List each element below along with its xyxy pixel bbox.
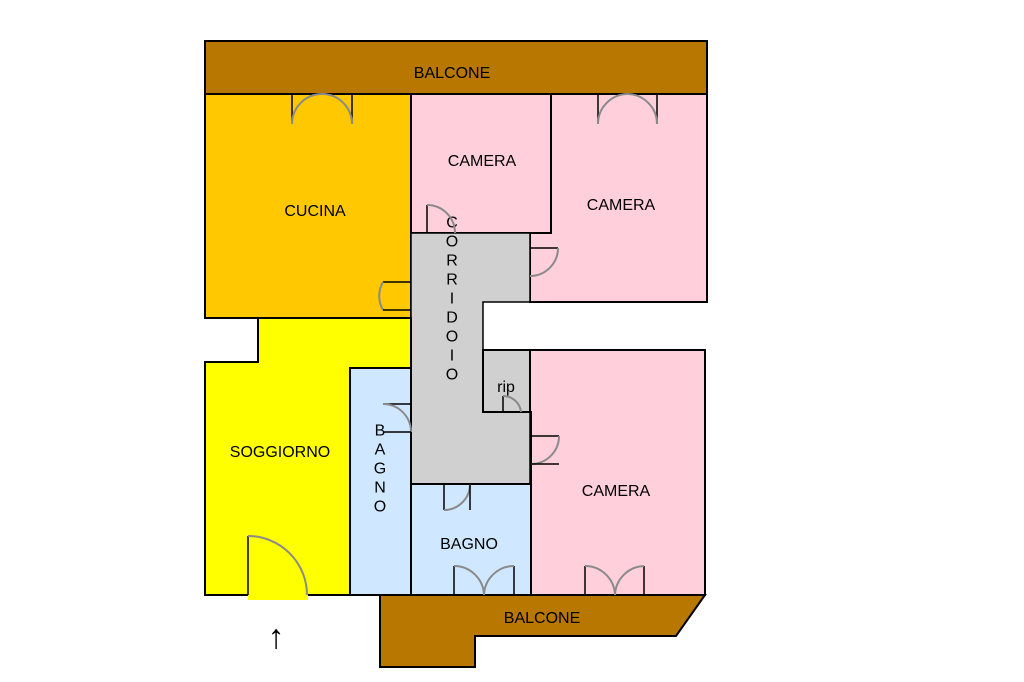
door-kitchen-balcony bbox=[291, 93, 353, 125]
kitchen-label: CUCINA bbox=[284, 203, 346, 220]
bathroom-vertical-label: BAGNO bbox=[372, 423, 389, 518]
bedroom-small-label: CAMERA bbox=[448, 153, 517, 170]
balcony-bottom-label: BALCONE bbox=[504, 610, 580, 627]
storage-label: rip bbox=[497, 379, 515, 396]
door-top-right-bedroom bbox=[529, 247, 559, 277]
door-small-bedroom bbox=[426, 204, 456, 234]
door-bathroom-balcony bbox=[453, 565, 515, 596]
kitchen bbox=[204, 93, 412, 319]
balcony-top bbox=[204, 40, 708, 95]
bedroom-top-right-label: CAMERA bbox=[587, 197, 656, 214]
bedroom-bottom-right-label: CAMERA bbox=[582, 483, 651, 500]
corridor-label: CORRIDOIO bbox=[444, 215, 461, 386]
entrance-opening bbox=[248, 590, 308, 600]
door-bottom-right-bedroom bbox=[530, 435, 560, 465]
door-bathroom-corridor bbox=[443, 483, 471, 511]
door-storage bbox=[502, 394, 522, 413]
living-room-label: SOGGIORNO bbox=[230, 444, 330, 461]
balcony-top-label: BALCONE bbox=[414, 65, 490, 82]
door-bedroom-bottom-balcony bbox=[584, 565, 645, 596]
door-kitchen-corridor bbox=[378, 281, 411, 311]
bedroom-bottom-right bbox=[529, 349, 706, 596]
bedroom-small bbox=[410, 93, 552, 234]
balcony-bottom bbox=[379, 594, 707, 668]
door-vertical-bathroom bbox=[382, 403, 412, 433]
door-bedroom-balcony bbox=[597, 93, 658, 125]
bathroom-label: BAGNO bbox=[440, 536, 498, 553]
door-entrance bbox=[247, 535, 308, 596]
entrance-arrow: ↑ bbox=[268, 618, 285, 656]
